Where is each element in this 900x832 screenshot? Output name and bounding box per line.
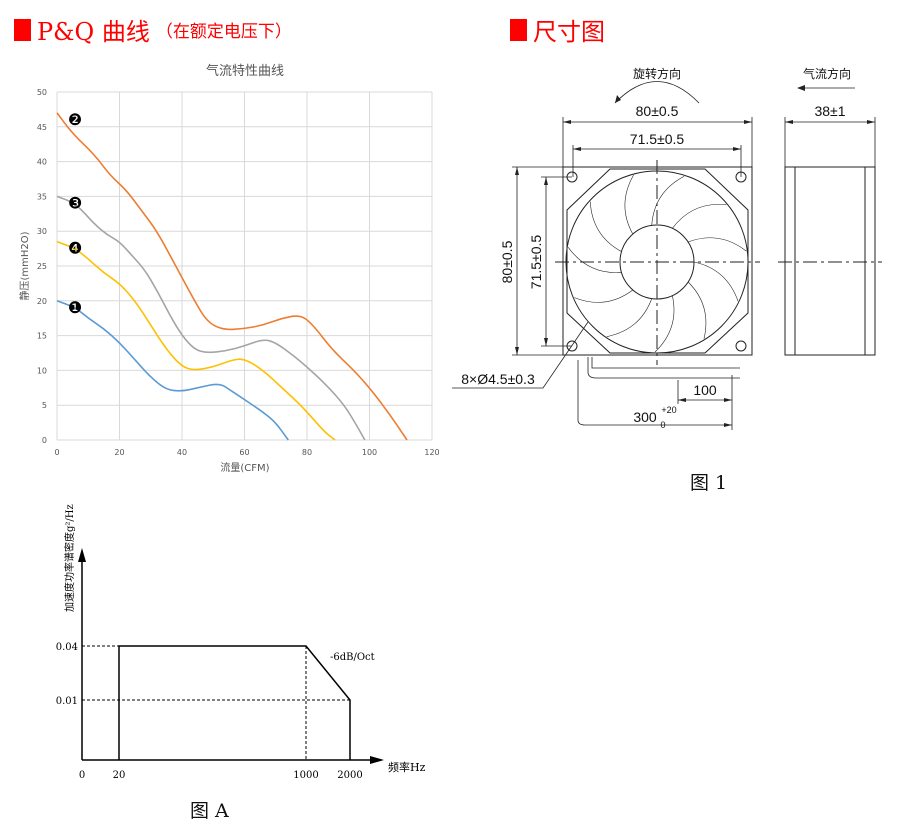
x-tick-label: 60 (239, 448, 249, 457)
x-tick-label: 0 (54, 448, 59, 457)
dim-lead-length: 300 (633, 409, 657, 425)
slope-annotation: -6dB/Oct (330, 652, 375, 663)
y-tick-label: 0.01 (56, 696, 78, 707)
y-tick-label: 0 (42, 436, 47, 445)
y-tick-label: 5 (42, 401, 47, 410)
psd-chart: -6dB/Oct 0 20 1000 2000 0.04 0.01 频率Hz 加速度功率谱密度g… (56, 504, 426, 781)
dim-depth: 38±1 (814, 103, 845, 119)
fan-side-view (778, 166, 882, 356)
x-tick-label: 20 (113, 770, 126, 781)
series-marker: ❷ (68, 110, 82, 129)
red-square-icon (510, 18, 527, 41)
y-tick-label: 25 (37, 262, 47, 271)
fan-blade (651, 175, 685, 226)
x-tick-label: 1000 (293, 770, 318, 781)
figure-a-caption: 图 A (190, 800, 229, 822)
dim-header: 尺寸图 (510, 12, 605, 47)
y-axis-label: 加速度功率谱密度g²/Hz (63, 504, 76, 612)
dim-holes: 8×Ø4.5±0.3 (461, 371, 535, 387)
y-tick-label: 0.04 (56, 642, 78, 653)
y-arrow-icon (78, 548, 86, 562)
dim-tol-low: 0 (660, 420, 665, 430)
series-line (56, 240, 336, 441)
red-square-icon (14, 18, 31, 41)
y-tick-label: 40 (37, 158, 47, 167)
pq-title: P&Q 曲线 (37, 18, 150, 46)
x-tick-label: 0 (79, 770, 85, 781)
dim-width-outer: 80±0.5 (636, 103, 679, 119)
x-tick-label: 20 (114, 448, 124, 457)
dim-tol-up: +20 (661, 405, 676, 415)
y-tick-label: 15 (37, 332, 47, 341)
dim-lead-strip: 100 (693, 382, 717, 398)
dim-height-outer: 80±0.5 (499, 240, 515, 283)
psd-line (118, 645, 351, 760)
series-line (56, 300, 289, 441)
figure-1-caption: 图 1 (690, 472, 728, 494)
fan-blade (589, 201, 622, 252)
y-tick-label: 30 (37, 227, 47, 236)
series-marker: ❹ (68, 239, 82, 258)
guide-lines (82, 645, 350, 760)
x-axis-label: 频率Hz (388, 760, 426, 774)
fan-blade (574, 289, 633, 303)
pq-subtitle: （在额定电压下） (155, 22, 292, 42)
y-tick-label: 35 (37, 192, 47, 201)
y-tick-label: 20 (37, 297, 47, 306)
fan-blade (688, 237, 747, 252)
pq-chart: 气流特性曲线 0 20 40 60 80 100 120 0 5 10 15 20 25 30 35 40 45 5… (18, 63, 440, 474)
dim-width-inner: 71.5±0.5 (630, 131, 685, 147)
fan-blade (624, 174, 634, 235)
x-tick-label: 2000 (337, 770, 362, 781)
dimension-drawing: 旋转方向 气流方向 80±0.5 71.5±0.5 38±1 80±0.5 71… (452, 66, 882, 430)
x-tick-label: 80 (302, 448, 312, 457)
x-tick-label: 100 (362, 448, 377, 457)
fan-blade (654, 295, 675, 353)
series-line (56, 195, 366, 441)
series-line (56, 112, 408, 441)
y-tick-label: 10 (37, 366, 47, 375)
fan-blade (567, 247, 622, 273)
x-axis-label: 流量(CFM) (220, 461, 269, 474)
fan-front-view (555, 160, 760, 365)
chart-title: 气流特性曲线 (206, 63, 284, 79)
pq-header: P&Q 曲线（在额定电压下） (14, 12, 292, 47)
airflow-label: 气流方向 (803, 66, 851, 81)
x-arrow-icon (370, 756, 384, 764)
y-axis-label: 静压(mmH2O) (18, 231, 31, 300)
x-tick-label: 40 (177, 448, 187, 457)
dim-height-inner: 71.5±0.5 (528, 235, 544, 290)
x-tick-label: 120 (424, 448, 439, 457)
rotation-label: 旋转方向 (633, 66, 681, 81)
fan-blade (687, 281, 707, 339)
fan-blade (672, 203, 727, 229)
series-marker: ❶ (68, 298, 82, 317)
y-tick-label: 50 (37, 88, 47, 97)
y-tick-label: 45 (37, 123, 47, 132)
dim-title: 尺寸图 (533, 18, 605, 46)
fan-blade (693, 261, 739, 302)
fan-blade (606, 298, 653, 337)
series-marker: ❸ (68, 193, 82, 212)
axes (81, 560, 372, 761)
